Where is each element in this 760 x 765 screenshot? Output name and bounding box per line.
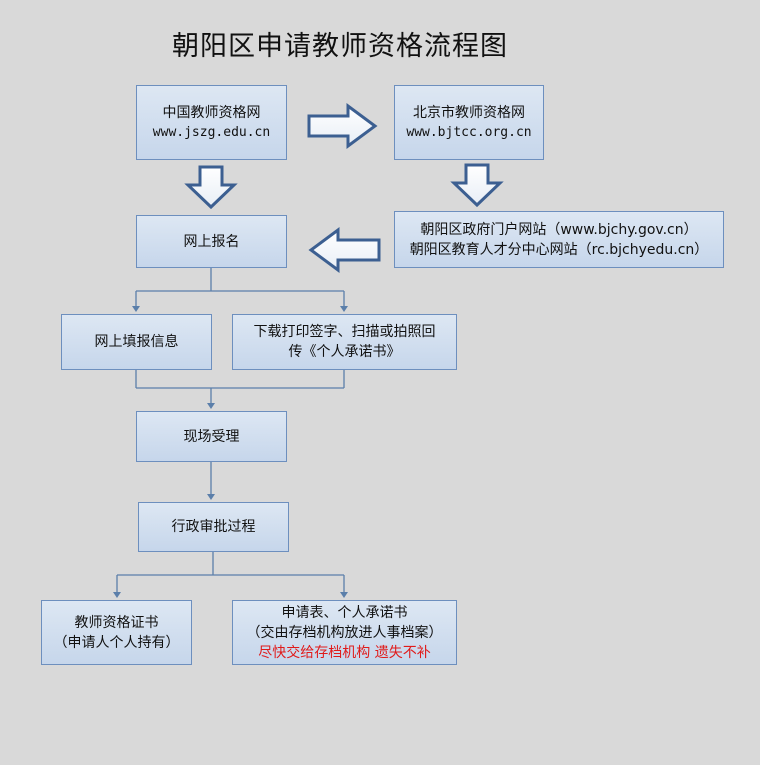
site-name: 北京市教师资格网 bbox=[413, 104, 525, 121]
site-url: www.bjtcc.org.cn bbox=[406, 124, 532, 140]
admin-approval-box: 行政审批过程 bbox=[138, 502, 289, 552]
left-arrow-icon bbox=[308, 227, 381, 273]
step-label: 行政审批过程 bbox=[171, 519, 256, 535]
onsite-acceptance-box: 现场受理 bbox=[136, 411, 287, 462]
certificate-box: 教师资格证书 （申请人个人持有） bbox=[41, 600, 192, 665]
national-teacher-site-box: 中国教师资格网 www.jszg.edu.cn bbox=[136, 85, 287, 160]
step-line-1: 教师资格证书 bbox=[74, 614, 159, 631]
site-url: www.jszg.edu.cn bbox=[152, 124, 271, 140]
step-label: 网上报名 bbox=[183, 233, 240, 250]
fill-info-box: 网上填报信息 bbox=[61, 314, 212, 370]
step-line-1: 申请表、个人承诺书 bbox=[281, 604, 408, 621]
forms-box: 申请表、个人承诺书 （交由存档机构放进人事档案） 尽快交给存档机构 遗失不补 bbox=[232, 600, 457, 665]
warning-text: 尽快交给存档机构 遗失不补 bbox=[258, 644, 431, 661]
beijing-teacher-site-box: 北京市教师资格网 www.bjtcc.org.cn bbox=[394, 85, 544, 160]
step-label: 网上填报信息 bbox=[94, 334, 179, 350]
down-arrow-icon bbox=[184, 165, 238, 210]
step-line-2: 传《个人承诺书》 bbox=[288, 344, 401, 360]
site-name: 中国教师资格网 bbox=[162, 104, 261, 121]
page-title: 朝阳区申请教师资格流程图 bbox=[172, 31, 508, 62]
chaoyang-edu-site: 朝阳区教育人才分中心网站（rc.bjchyedu.cn） bbox=[409, 241, 709, 258]
online-registration-box: 网上报名 bbox=[136, 215, 287, 268]
step-line-2: （申请人个人持有） bbox=[53, 634, 180, 651]
right-arrow-icon bbox=[307, 103, 378, 149]
step-line-2: （交由存档机构放进人事档案） bbox=[246, 624, 443, 641]
down-arrow-icon bbox=[450, 163, 504, 208]
step-label: 现场受理 bbox=[183, 428, 240, 445]
chaoyang-sites-box: 朝阳区政府门户网站（www.bjchy.gov.cn） 朝阳区教育人才分中心网站… bbox=[394, 211, 724, 268]
step-line-1: 下载打印签字、扫描或拍照回 bbox=[253, 324, 436, 340]
upload-pledge-box: 下载打印签字、扫描或拍照回 传《个人承诺书》 bbox=[232, 314, 457, 370]
chaoyang-gov-site: 朝阳区政府门户网站（www.bjchy.gov.cn） bbox=[420, 221, 698, 238]
